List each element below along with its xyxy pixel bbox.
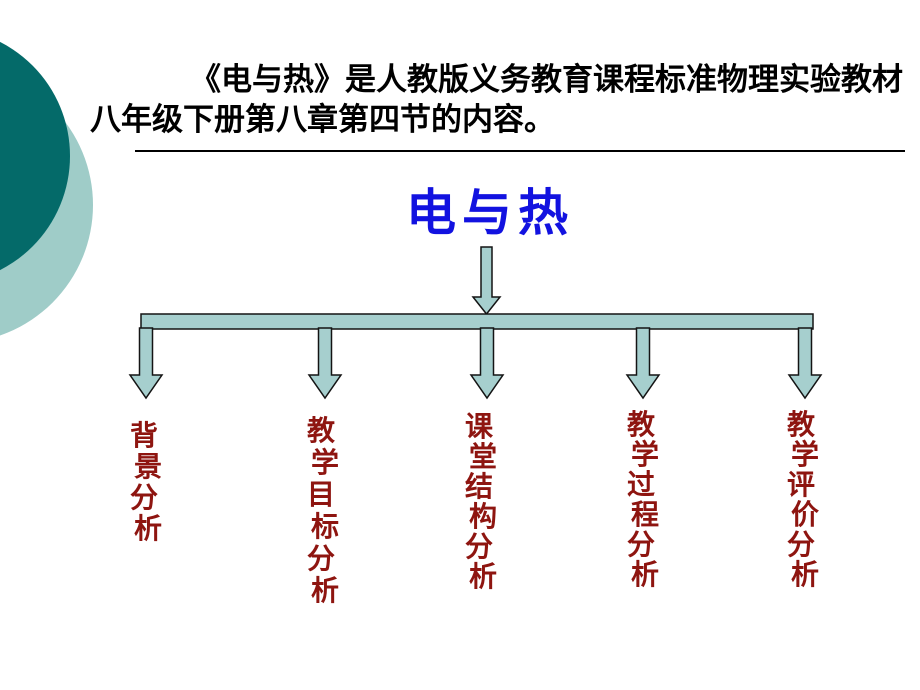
branch-label-teaching-goals-analysis: 教学目标分析 — [306, 416, 339, 607]
branch-label-teaching-evaluation-analysis: 教学评价分析 — [786, 410, 819, 591]
divider-line — [135, 150, 905, 152]
top-arrow — [471, 246, 502, 316]
branch-label-background-analysis: 背景分析 — [129, 421, 162, 545]
connector-bar — [140, 313, 814, 330]
slide-title: 电与热 — [406, 185, 574, 241]
intro-text: 《电与热》是人教版义务教育课程标准物理实验教材八年级下册第八章第四节的内容。 — [90, 62, 903, 137]
branch-arrow-5 — [787, 327, 823, 400]
branch-arrow-3 — [469, 327, 505, 400]
branch-arrow-2 — [307, 327, 343, 400]
branch-label-teaching-process-analysis: 教学过程分析 — [626, 410, 659, 591]
branch-arrow-4 — [625, 327, 661, 400]
branch-arrow-1 — [128, 327, 164, 400]
flowchart-graphic — [128, 246, 823, 400]
branch-label-class-structure-analysis: 课堂结构分析 — [464, 412, 497, 593]
